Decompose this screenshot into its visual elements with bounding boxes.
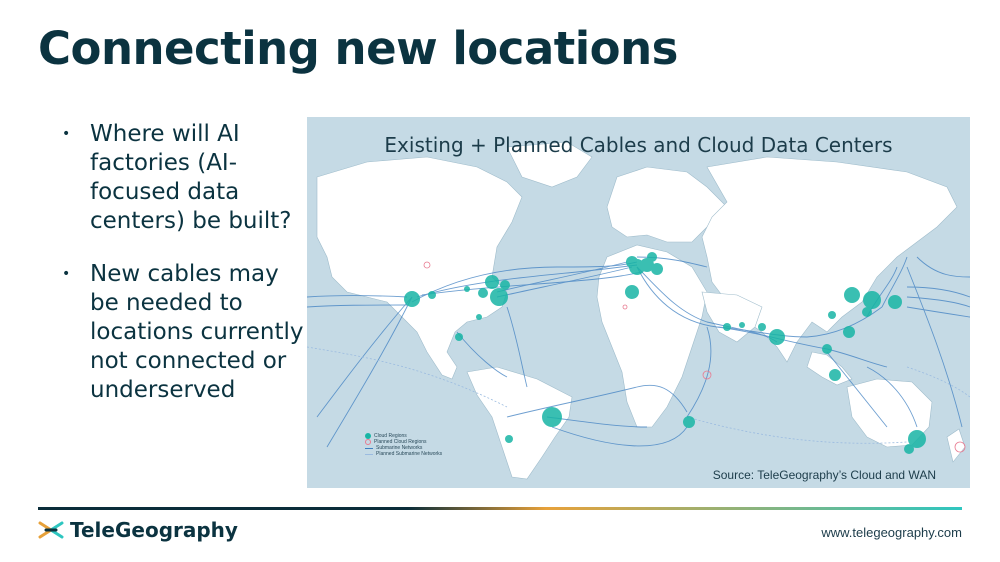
- legend-item: Cloud Regions: [365, 433, 442, 439]
- map-legend: Cloud Regions Planned Cloud Regions Subm…: [365, 433, 442, 457]
- legend-label: Cloud Regions: [374, 433, 407, 439]
- slide-title: Connecting new locations: [38, 22, 678, 75]
- cloud-regions: [404, 252, 926, 454]
- cable-line-swatch-icon: [365, 447, 373, 449]
- planned-cloud-regions: [423, 261, 966, 453]
- legend-item: Planned Submarine Networks: [365, 451, 442, 457]
- footer-divider: [38, 507, 962, 510]
- bullet-text: New cables may be needed to locations cu…: [90, 261, 304, 403]
- legend-label: Planned Submarine Networks: [376, 451, 443, 457]
- legend-label: Planned Cloud Regions: [374, 439, 427, 445]
- planned-region-swatch-icon: [365, 439, 371, 445]
- legend-label: Submarine Networks: [376, 445, 423, 451]
- telegeography-logo-icon: [38, 521, 64, 539]
- world-map-illustration: [307, 141, 970, 480]
- cloud-region-swatch-icon: [365, 433, 371, 439]
- submarine-cables: [307, 256, 970, 448]
- land-masses: [316, 141, 966, 480]
- bullet-item: • New cables may be needed to locations c…: [58, 260, 308, 405]
- legend-item: Submarine Networks: [365, 445, 442, 451]
- bullet-text: Where will AI factories (AI-focused data…: [90, 121, 292, 234]
- brand-name: TeleGeography: [70, 518, 238, 542]
- planned-cables: [307, 346, 970, 444]
- map-title: Existing + Planned Cables and Cloud Data…: [384, 133, 893, 157]
- bullet-list: • Where will AI factories (AI-focused dat…: [58, 120, 308, 429]
- world-map-panel: Existing + Planned Cables and Cloud Data…: [307, 117, 970, 488]
- planned-cable-line-swatch-icon: [365, 453, 373, 455]
- bullet-dot-icon: •: [62, 266, 71, 282]
- website-url[interactable]: www.telegeography.com: [821, 525, 962, 540]
- legend-item: Planned Cloud Regions: [365, 439, 442, 445]
- bullet-item: • Where will AI factories (AI-focused dat…: [58, 120, 308, 236]
- bullet-dot-icon: •: [62, 126, 71, 142]
- telegeography-logo: TeleGeography: [38, 518, 238, 542]
- map-source-caption: Source: TeleGeography’s Cloud and WAN: [712, 468, 936, 482]
